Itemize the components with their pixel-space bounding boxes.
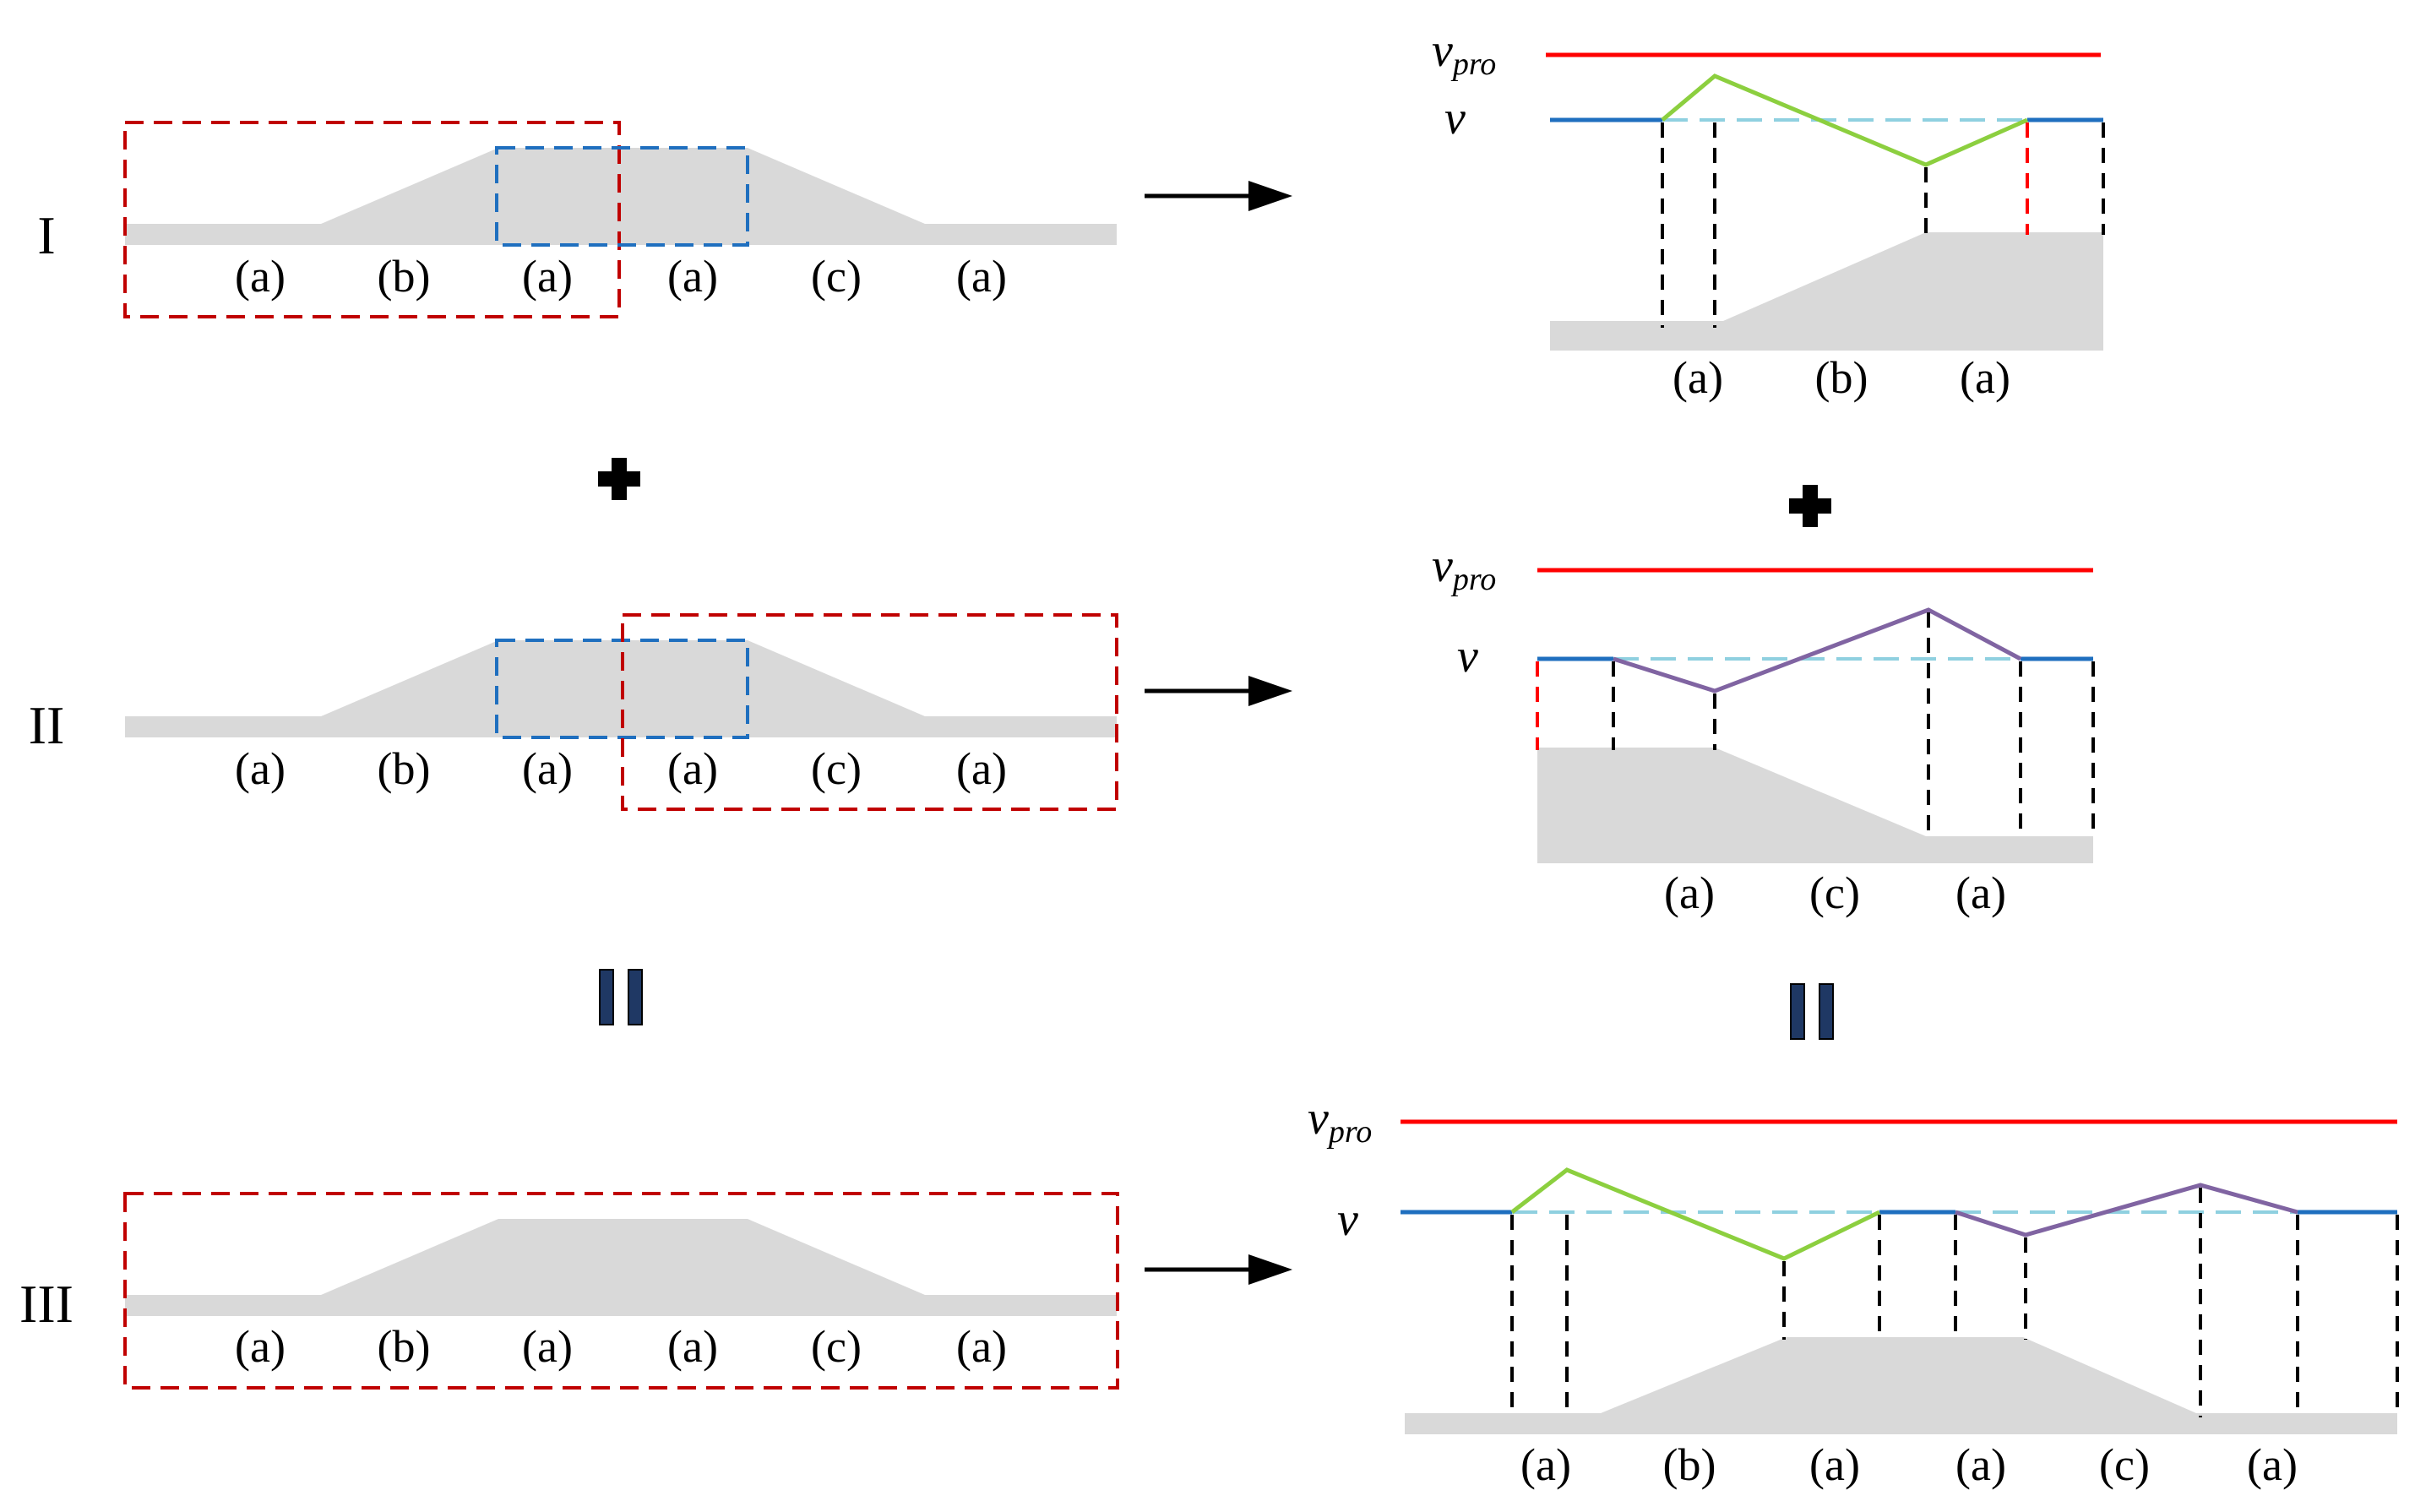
row-3-green-profile (1510, 1167, 1881, 1261)
row-3-seg-1: (a) (235, 1321, 286, 1372)
row-1-right-seg-3: (a) (1960, 352, 2010, 403)
row-3-red-window (123, 1192, 1119, 1390)
row-3-roman-label: III (19, 1274, 73, 1334)
row-2-right-ground (1537, 748, 2093, 863)
row-2-red-window (621, 613, 1118, 811)
row-3-seg-5: (c) (811, 1321, 862, 1372)
row-1-track: I (a) (b) (a) (a) (c) (a) (37, 121, 1117, 318)
row-1-right-ground (1550, 232, 2103, 351)
row-2-track: II (a) (b) (a) (a) (c) (a) (29, 613, 1118, 811)
row-1-v-label: v (1444, 92, 1466, 144)
row-1-ground (125, 148, 1117, 245)
row-2-seg-6: (a) (956, 743, 1007, 794)
row-3-right-ground (1405, 1337, 2397, 1434)
equals-icon (599, 969, 643, 1025)
row-3-seg-4: (a) (667, 1321, 718, 1372)
row-3-profile-panel: vpro v (a) (b) (a) (a) (c) (a) (1308, 1092, 2399, 1490)
row-3-seg-6: (a) (956, 1321, 1007, 1372)
row-3-seg-3: (a) (522, 1321, 573, 1372)
row-1-seg-5: (c) (811, 251, 862, 302)
row-2-right-seg-1: (a) (1664, 867, 1715, 918)
row-1-seg-6: (a) (956, 251, 1007, 302)
row-3-purple-profile (1955, 1183, 2298, 1237)
row-2-right-seg-3: (a) (1955, 867, 2006, 918)
row-2-roman-label: II (29, 695, 65, 755)
row-1-vpro-label: vpro (1432, 24, 1496, 82)
row-2-seg-4: (a) (667, 743, 718, 794)
row-1-roman-label: I (37, 205, 55, 265)
row-1-arrow (1145, 181, 1292, 211)
row-1-profile-panel: vpro v (a) (b) (a) (1432, 24, 2105, 403)
row-3-ground (125, 1219, 1117, 1316)
row-1-blue-window (495, 146, 749, 247)
row-2-v-label: v (1457, 630, 1478, 683)
row-3-vpro-label: vpro (1308, 1092, 1372, 1150)
row-1-red-window (123, 121, 621, 318)
row-3-right-seg-6: (a) (2247, 1439, 2298, 1490)
row-1-seg-3: (a) (522, 251, 573, 302)
row-1-right-seg-1: (a) (1673, 352, 1723, 403)
row-1-right-seg-2: (b) (1815, 352, 1868, 403)
row-3-arrow (1145, 1254, 1292, 1285)
row-2-right-seg-2: (c) (1809, 867, 1860, 918)
equals-icon (1790, 983, 1834, 1040)
row-3-right-seg-2: (b) (1663, 1439, 1716, 1490)
row-1-seg-2: (b) (378, 251, 431, 302)
row-1-seg-4: (a) (667, 251, 718, 302)
row-3-right-seg-3: (a) (1809, 1439, 1860, 1490)
plus-icon (598, 458, 640, 500)
row-2-purple-profile (1613, 607, 2022, 693)
row-3-right-seg-4: (a) (1955, 1439, 2006, 1490)
row-1-green-profile (1661, 73, 2029, 167)
row-2-seg-3: (a) (522, 743, 573, 794)
row-3-seg-2: (b) (378, 1321, 431, 1372)
row-3-right-seg-5: (c) (2099, 1439, 2150, 1490)
row-3-v-label: v (1337, 1194, 1358, 1246)
row-2-seg-5: (c) (811, 743, 862, 794)
row-2-seg-2: (b) (378, 743, 431, 794)
row-2-seg-1: (a) (235, 743, 286, 794)
row-2-arrow (1145, 676, 1292, 706)
row-1-seg-1: (a) (235, 251, 286, 302)
row-3-right-seg-1: (a) (1520, 1439, 1571, 1490)
row-2-profile-panel: vpro v (a) (c) (a) (1432, 540, 2095, 918)
plus-icon (1789, 485, 1831, 527)
row-3-track: III (a) (b) (a) (a) (c) (a) (19, 1192, 1119, 1390)
row-2-vpro-label: vpro (1432, 540, 1496, 597)
